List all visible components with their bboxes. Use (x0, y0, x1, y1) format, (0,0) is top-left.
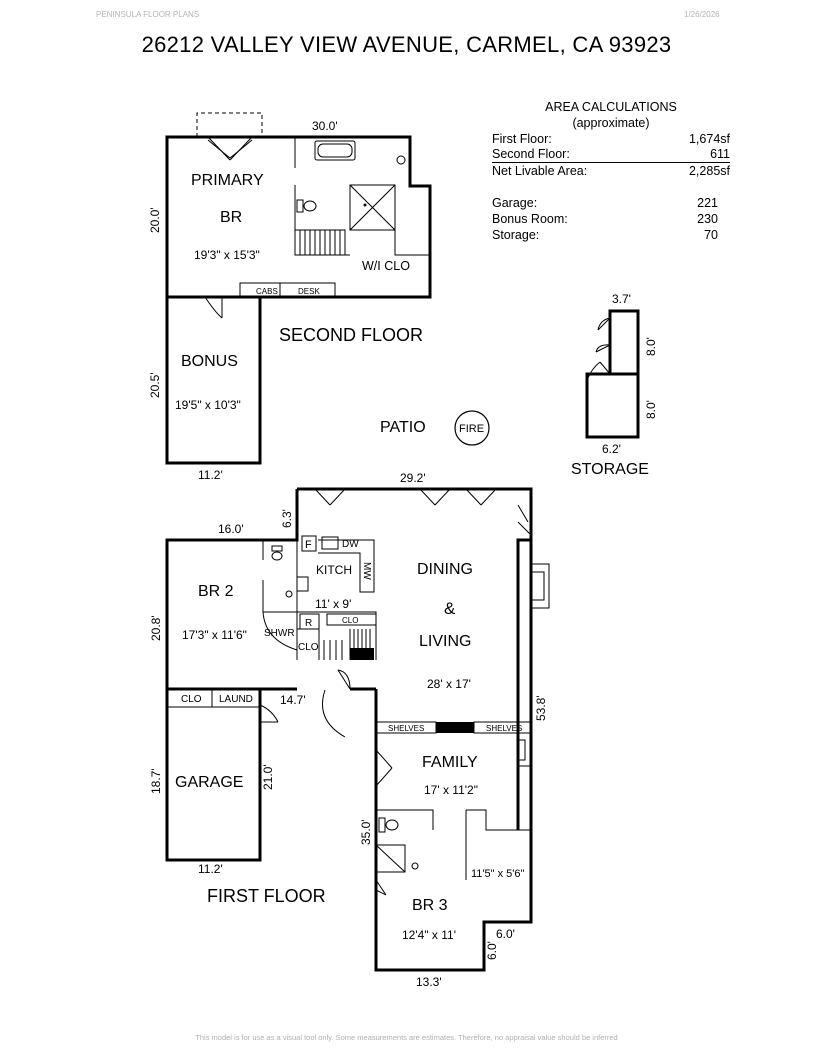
area-row: Storage: 70 (492, 227, 718, 243)
area-value: 70 (704, 228, 718, 242)
first-floor-label: FIRST FLOOR (207, 886, 326, 906)
storage-doors (586, 317, 611, 381)
dim-16: 16.0' (218, 522, 244, 536)
garage-label: GARAGE (175, 774, 243, 791)
dim-bonus-bottom: 11.2' (198, 468, 223, 482)
area-label: Bonus Room: (492, 212, 568, 226)
area-row: Garage: 221 (492, 195, 718, 211)
dim-primary-left: 20.0' (148, 207, 162, 233)
dining-size: 28' x 17' (427, 677, 471, 691)
shelves-label-right: SHELVES (486, 724, 522, 733)
cabs-label: CABS (256, 287, 278, 296)
shelves-label-left: SHELVES (388, 724, 424, 733)
fire-pit-icon (454, 410, 490, 446)
area-value: 221 (697, 196, 718, 210)
desk-label: DESK (298, 287, 320, 296)
dim-first-bottom: 13.3' (416, 975, 442, 989)
area-label: First Floor: (492, 132, 552, 146)
area-label: Second Floor: (492, 147, 570, 161)
dim-storage-right-upper: 8.0' (644, 337, 658, 356)
closet-label-kitchen: CLO (342, 616, 358, 625)
area-value: 1,674sf (688, 132, 730, 146)
dim-18-7: 18.7' (149, 768, 163, 794)
second-floor-walls (165, 135, 432, 465)
walk-in-closet-label: W/I CLO (362, 259, 410, 273)
dim-first-top: 29.2' (400, 471, 426, 485)
date-label: 1/26/2026 (684, 10, 720, 19)
area-calculations: AREA CALCULATIONS (approximate) First Fl… (492, 99, 730, 243)
dim-storage-right-lower: 8.0' (644, 400, 658, 419)
microwave-label: MW (361, 562, 372, 580)
page-title: 26212 VALLEY VIEW AVENUE, CARMEL, CA 939… (141, 32, 672, 57)
closet-label-br2: CLO (298, 642, 319, 653)
second-floor-label: SECOND FLOOR (279, 325, 423, 345)
primary-name-1: PRIMARY (191, 172, 264, 189)
area-value: 2,285sf (688, 164, 730, 178)
family-size: 17' x 11'2" (424, 783, 478, 797)
first-floor-details (166, 488, 550, 896)
dim-6-0-a: 6.0' (496, 927, 515, 941)
kitchen-label: KITCH (316, 563, 352, 577)
dim-6-0-b: 6.0' (485, 941, 499, 960)
laundry-label: LAUND (219, 694, 253, 705)
shower-label: SHWR (264, 628, 295, 639)
brand-label: PENINSULA FLOOR PLANS (96, 10, 200, 19)
family-label: FAMILY (422, 754, 478, 771)
area-value: 611 (710, 147, 730, 161)
area-title: AREA CALCULATIONS (545, 100, 677, 114)
dining-label-1: DINING (417, 561, 473, 578)
disclaimer: This model is for use as a visual tool o… (195, 1033, 618, 1042)
fire-pit-label: FIRE (459, 423, 484, 435)
area-label: Net Livable Area: (492, 164, 588, 178)
fridge-label: F (305, 539, 312, 551)
dim-21: 21.0' (261, 764, 275, 790)
br2-size: 17'3" x 11'6" (182, 628, 247, 642)
br3-size: 12'4" x 11' (402, 928, 456, 942)
area-row: Bonus Room: 230 (492, 211, 718, 227)
dim-storage-bottom: 6.2' (602, 442, 621, 456)
dim-53-8: 53.8' (534, 695, 548, 721)
first-floor-stairs (323, 629, 371, 660)
primary-size: 19'3" x 15'3" (194, 248, 260, 262)
dishwasher-label: DW (342, 539, 359, 550)
br2-name: BR 2 (198, 583, 234, 600)
dim-storage-top: 3.7' (612, 292, 631, 306)
dim-20-8: 20.8' (149, 615, 163, 641)
primary-name-2: BR (220, 209, 242, 226)
closet-label-hall: CLO (181, 694, 202, 705)
dim-6-3: 6.3' (280, 509, 294, 528)
area-subtitle: (approximate) (572, 116, 650, 130)
dim-14-7: 14.7' (280, 693, 306, 707)
br3-name: BR 3 (412, 897, 448, 914)
nook-size: 11'5" x 5'6" (471, 868, 524, 880)
dim-bonus-left: 20.5' (148, 372, 162, 398)
range-label: R (305, 618, 312, 629)
second-floor-details (196, 112, 430, 319)
dining-label-2: LIVING (419, 633, 471, 650)
bonus-size: 19'5" x 10'3" (175, 398, 241, 412)
storage-walls (585, 309, 640, 439)
dim-35: 35.0' (359, 819, 373, 845)
stair-treads (299, 230, 341, 255)
area-value: 230 (697, 212, 718, 226)
first-floor-walls (165, 487, 533, 972)
area-row: First Floor: 1,674sf (492, 131, 730, 147)
area-row: Second Floor: 611 (492, 147, 730, 163)
area-label: Garage: (492, 196, 538, 210)
dim-second-top: 30.0' (312, 119, 338, 133)
area-row: Net Livable Area: 2,285sf (492, 163, 730, 179)
dim-garage-bottom: 11.2' (198, 862, 223, 876)
patio-label: PATIO (380, 419, 426, 436)
kitchen-size: 11' x 9' (315, 597, 351, 611)
dining-label-amp: & (444, 599, 456, 618)
storage-label: STORAGE (571, 461, 649, 478)
bonus-name: BONUS (181, 353, 238, 370)
area-label: Storage: (492, 228, 540, 242)
